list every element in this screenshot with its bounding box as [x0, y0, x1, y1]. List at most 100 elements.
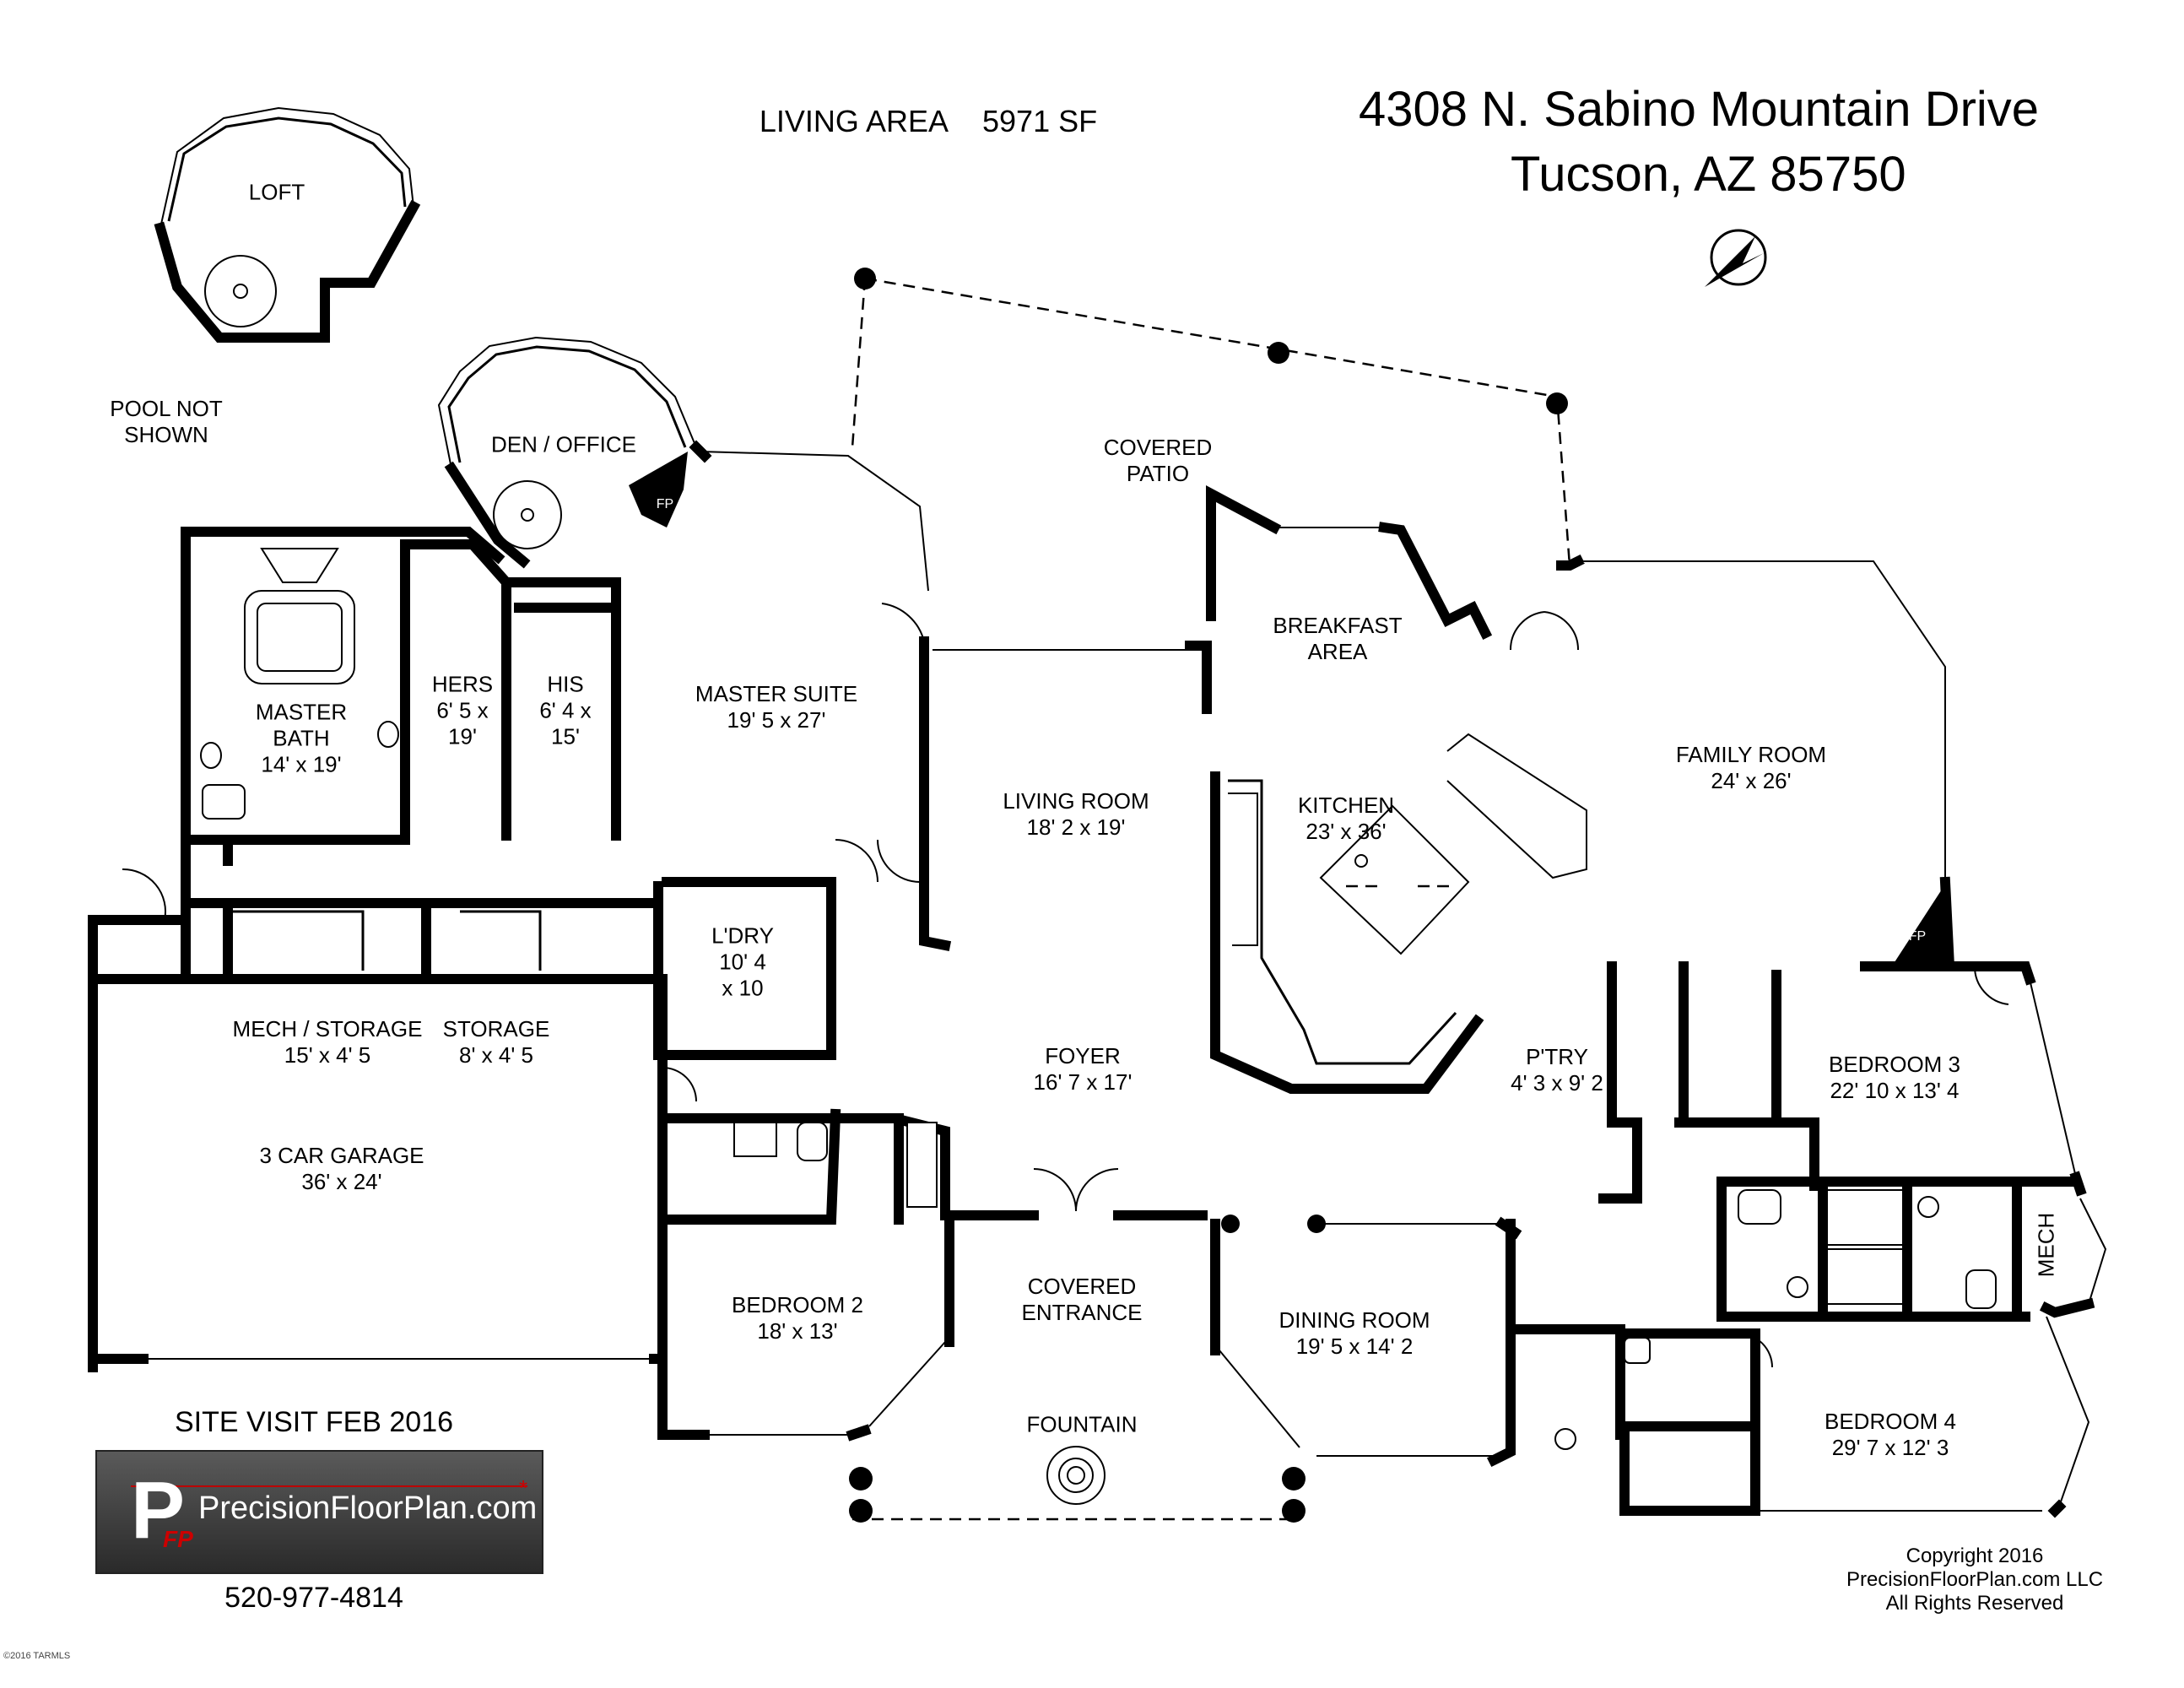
room-pantry: P'TRY 4' 3 x 9' 2: [1511, 1044, 1603, 1096]
sink: [377, 721, 399, 748]
patio-column: [1546, 392, 1568, 414]
room-living-room: LIVING ROOM 18' 2 x 19': [1003, 788, 1149, 841]
sink: [1787, 1276, 1808, 1298]
room-name: BEDROOM 2: [731, 1292, 864, 1317]
room-dimensions: 6' 4 x: [539, 697, 592, 723]
toilet: [1624, 1337, 1651, 1364]
logo-mark: P: [131, 1465, 186, 1555]
fireplace-label-family: FP: [1908, 929, 1927, 944]
room-mech: MECH: [2033, 1212, 2059, 1278]
room-breakfast: BREAKFAST AREA: [1273, 613, 1402, 665]
room-kitchen: KITCHEN 23' x 36': [1298, 793, 1394, 845]
room-covered-entrance: COVERED ENTRANCE: [1021, 1274, 1142, 1326]
room-dimensions: 19': [448, 723, 477, 749]
kitchen-island: [1319, 804, 1470, 955]
room-fountain: FOUNTAIN: [1027, 1412, 1138, 1438]
site-visit-note: SITE VISIT FEB 2016: [174, 1406, 454, 1438]
room-name: AREA: [1307, 639, 1368, 664]
room-dimensions: 18' 2 x 19': [1026, 814, 1126, 840]
room-dimensions: 8' x 4' 5: [459, 1042, 533, 1068]
vanity: [906, 1122, 938, 1208]
house-walls: [88, 229, 2107, 1523]
room-dimensions: x 10: [722, 975, 764, 1001]
room-den: DEN / OFFICE: [491, 432, 636, 458]
room-dimensions: 24' x 26': [1711, 768, 1792, 793]
room-dimensions: 16' 7 x 17': [1033, 1069, 1133, 1095]
room-dining: DINING ROOM 19' 5 x 14' 2: [1279, 1307, 1430, 1360]
room-dimensions: 19' 5 x 14' 2: [1295, 1334, 1414, 1359]
pool-note: POOL NOT SHOWN: [110, 396, 222, 448]
room-family-room: FAMILY ROOM 24' x 26': [1676, 742, 1826, 794]
room-name: LOFT: [248, 179, 305, 205]
room-dimensions: 15' x 4' 5: [284, 1042, 371, 1068]
room-bedroom-4: BEDROOM 4 29' 7 x 12' 3: [1825, 1409, 1956, 1461]
room-dimensions: 4' 3 x 9' 2: [1511, 1070, 1603, 1096]
room-name: FOYER: [1045, 1043, 1121, 1069]
address-line-1: 4308 N. Sabino Mountain Drive: [1359, 82, 2040, 137]
pool-note-line: POOL NOT: [110, 396, 223, 421]
room-his: HIS 6' 4 x 15': [539, 672, 591, 750]
room-mech-storage: MECH / STORAGE 15' x 4' 5: [233, 1016, 423, 1069]
sink: [733, 1122, 777, 1157]
room-dimensions: 29' 7 x 12' 3: [1831, 1435, 1949, 1460]
room-name: ENTRANCE: [1021, 1300, 1143, 1325]
loft-walls: [154, 106, 421, 343]
room-name: HIS: [547, 671, 584, 697]
logo-text: PrecisionFloorPlan.com: [198, 1491, 538, 1526]
toilet: [1965, 1269, 1997, 1309]
room-name: COVERED: [1027, 1274, 1137, 1299]
room-covered-patio: COVERED PATIO: [1104, 435, 1213, 487]
room-dimensions: 19' 5 x 27': [727, 707, 826, 733]
room-name: BATH: [273, 725, 330, 751]
copyright-line: Copyright 2016: [1906, 1545, 2044, 1567]
room-garage: 3 CAR GARAGE 36' x 24': [259, 1143, 424, 1195]
room-name: BEDROOM 3: [1828, 1052, 1961, 1077]
copyright-line: PrecisionFloorPlan.com LLC: [1846, 1568, 2104, 1591]
room-name: MECH / STORAGE: [232, 1016, 423, 1041]
patio-column: [854, 268, 876, 289]
sink: [200, 742, 222, 769]
pool-note-line: SHOWN: [124, 422, 208, 447]
room-bedroom-2: BEDROOM 2 18' x 13': [732, 1292, 863, 1344]
door-swing: [881, 603, 925, 642]
room-dimensions: 15': [551, 723, 580, 749]
kitchen-island-counter: [1446, 733, 1587, 879]
toilet: [797, 1122, 828, 1161]
shower: [1826, 1248, 1904, 1305]
shower: [260, 548, 339, 583]
room-dimensions: 14' x 19': [261, 751, 342, 777]
address-line-2: Tucson, AZ 85750: [1511, 147, 1906, 202]
room-name: P'TRY: [1526, 1044, 1588, 1069]
precisionfloorplan-logo: P FP PrecisionFloorPlan.com *: [95, 1450, 543, 1574]
room-master-bath: MASTER BATH 14' x 19': [256, 700, 347, 778]
room-name: BEDROOM 4: [1824, 1409, 1957, 1434]
room-bedroom-3: BEDROOM 3 22' 10 x 13' 4: [1829, 1052, 1960, 1104]
room-dimensions: 36' x 24': [301, 1169, 382, 1194]
sink: [1917, 1196, 1939, 1218]
covered-patio-outline: [851, 268, 1571, 566]
den-office-walls: [437, 336, 697, 569]
patio-column: [1268, 342, 1289, 364]
fireplace-label-den: FP: [656, 497, 674, 511]
room-dimensions: 10' 4: [719, 949, 766, 975]
logo-mark-sub: FP: [163, 1526, 193, 1552]
room-hers: HERS 6' 5 x 19': [432, 672, 493, 750]
living-area-value: 5971 SF: [982, 104, 1098, 138]
room-loft: LOFT: [249, 180, 305, 206]
room-name: LIVING ROOM: [1003, 788, 1149, 814]
room-name: DEN / OFFICE: [491, 431, 636, 457]
living-area: LIVING AREA 5971 SF: [760, 105, 1097, 138]
room-name: PATIO: [1126, 461, 1190, 486]
room-name: FOUNTAIN: [1026, 1411, 1138, 1437]
room-dimensions: 22' 10 x 13' 4: [1830, 1078, 1960, 1103]
toilet: [1738, 1189, 1781, 1225]
room-name: FAMILY ROOM: [1675, 742, 1827, 767]
north-arrow-icon: [1710, 229, 1767, 286]
copyright: Copyright 2016 PrecisionFloorPlan.com LL…: [1846, 1545, 2103, 1615]
room-name: L'DRY: [711, 922, 774, 949]
room-name: COVERED: [1103, 435, 1213, 460]
copyright-line: All Rights Reserved: [1885, 1592, 2064, 1615]
room-dimensions: 23' x 36': [1306, 819, 1387, 844]
room-master-suite: MASTER SUITE 19' 5 x 27': [695, 681, 857, 733]
